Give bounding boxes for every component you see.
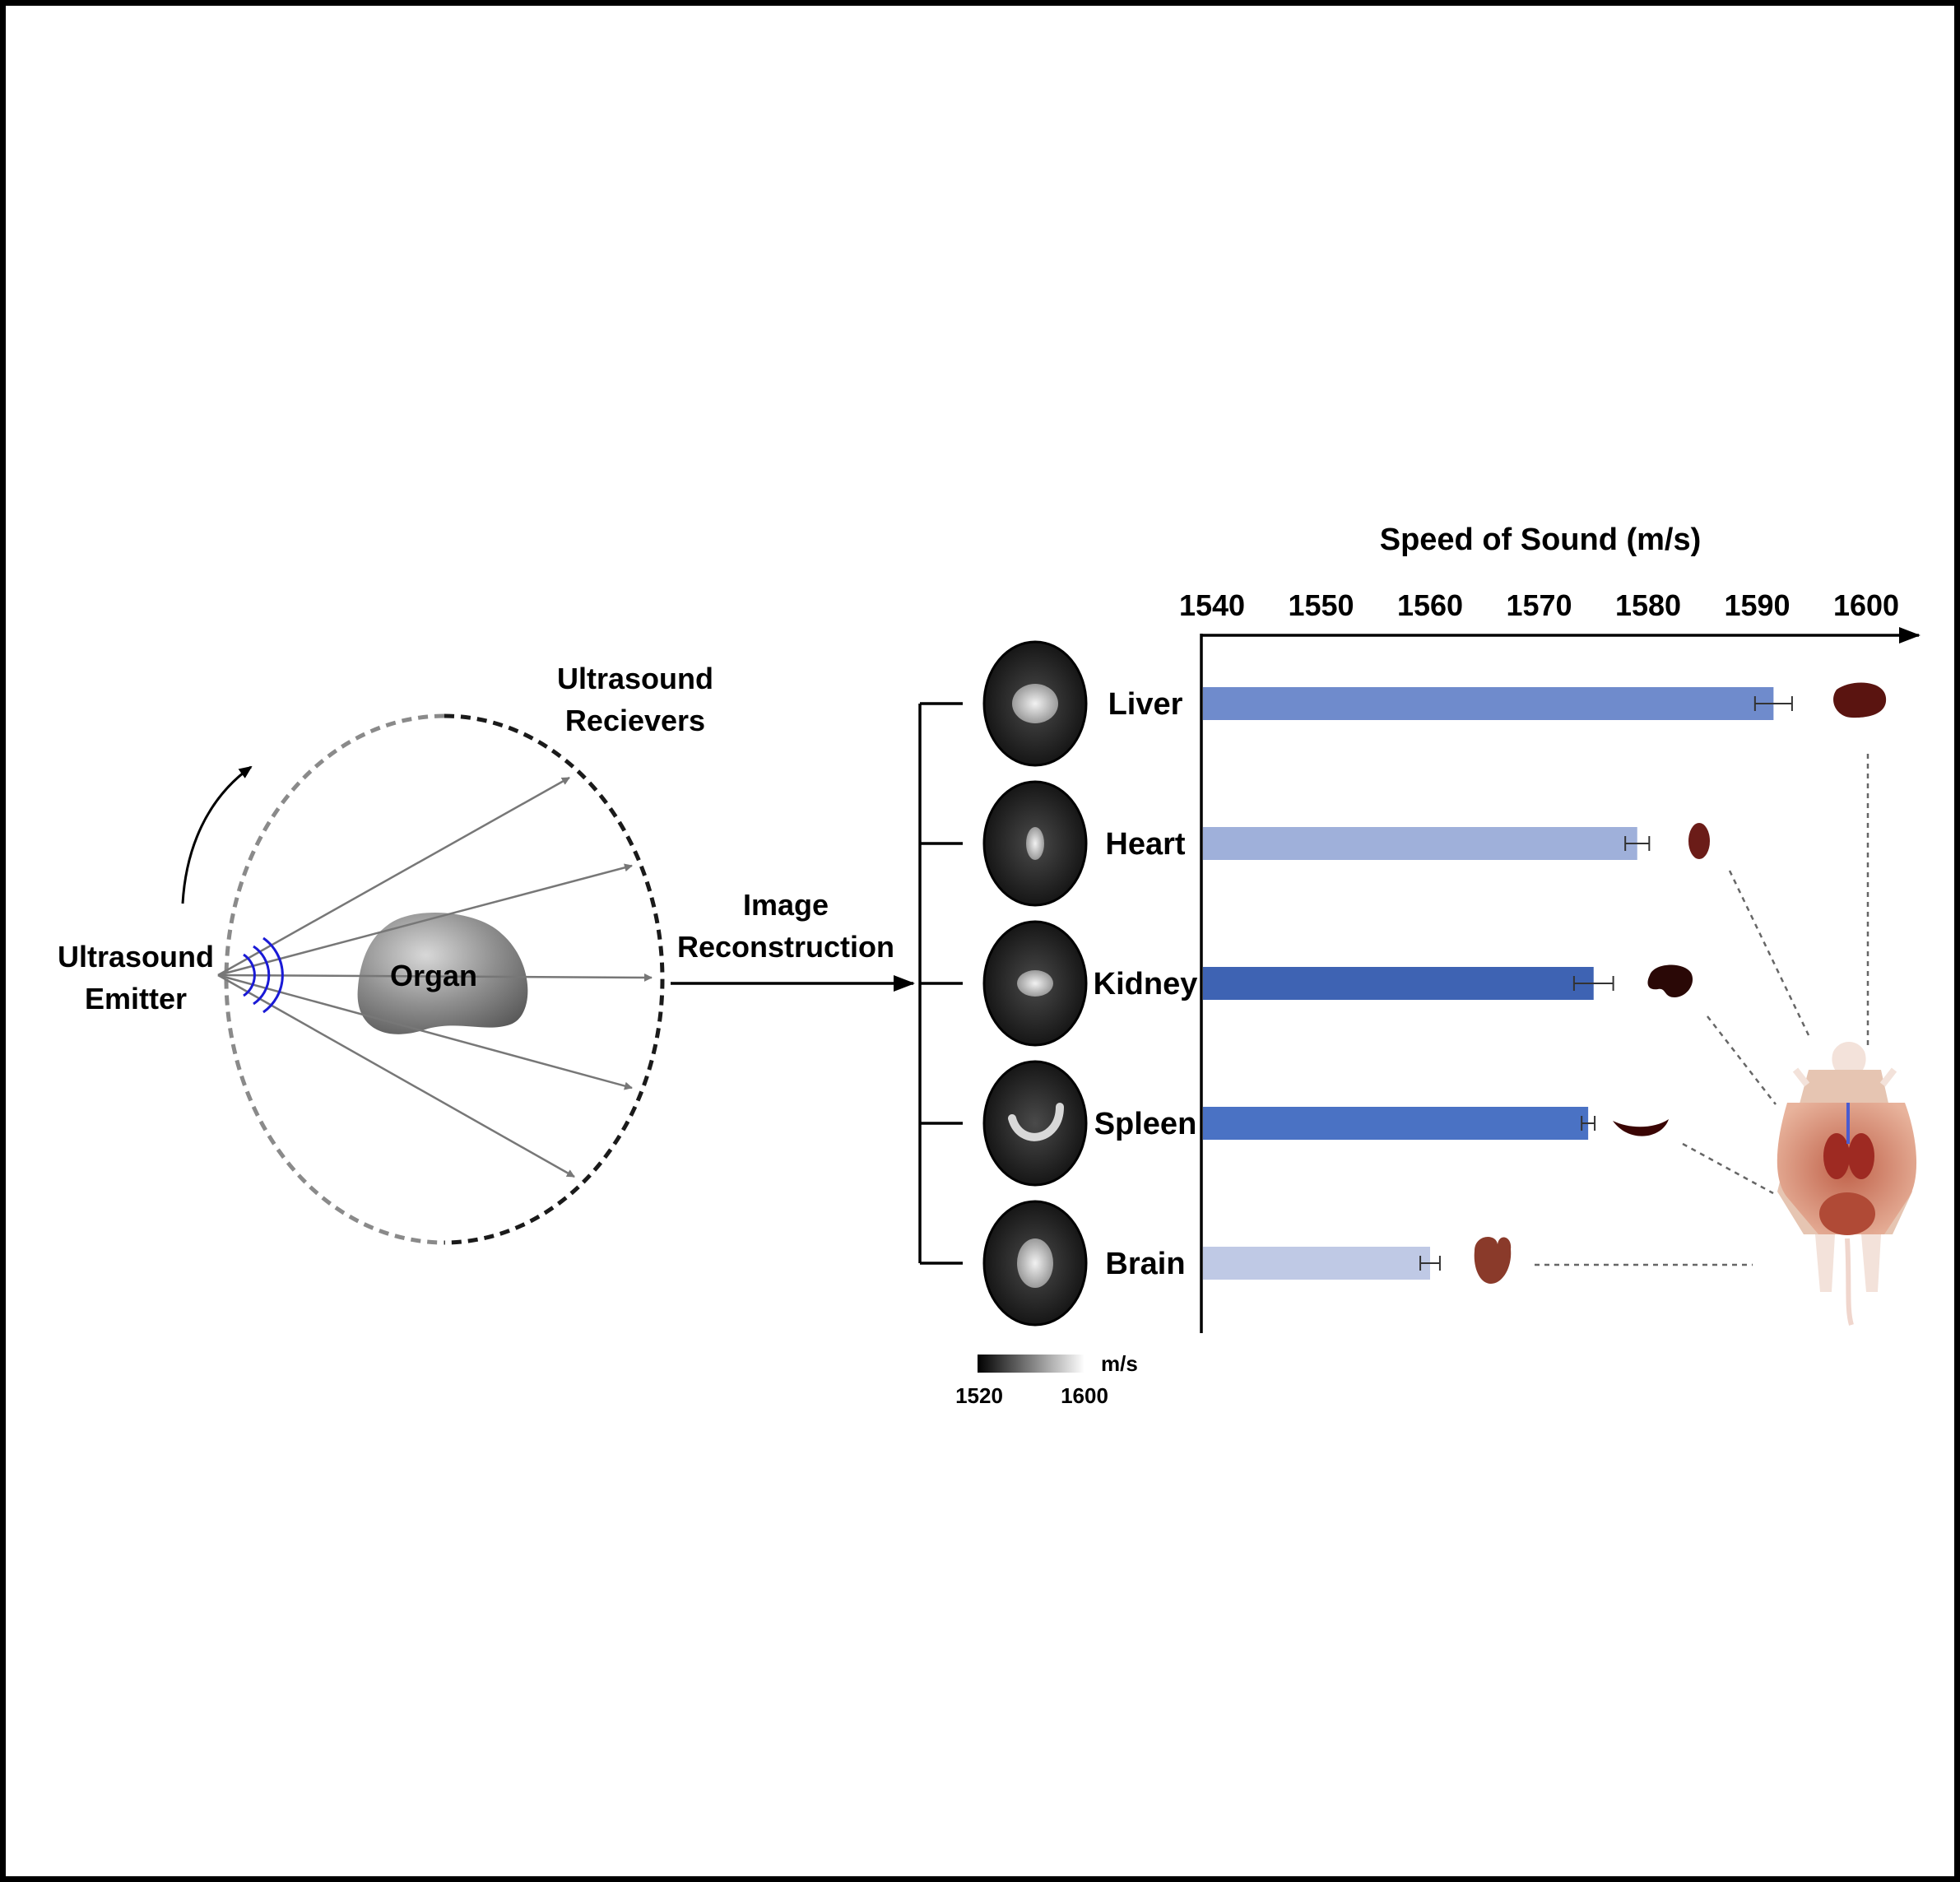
- scan-spleen: [982, 1060, 1088, 1187]
- error-bar-heart: [1624, 836, 1651, 851]
- colorbar: m/s 1520 1600: [955, 1351, 1138, 1408]
- heart-photo: [1688, 823, 1710, 859]
- x-tick-label: 1580: [1615, 588, 1681, 622]
- x-tick-label: 1560: [1397, 588, 1463, 622]
- ultrasound-ray: [217, 974, 633, 1090]
- scan-liver: [982, 640, 1088, 767]
- bar-liver: [1203, 687, 1774, 720]
- organ-shape: [357, 912, 528, 1034]
- reconstruction-step: Image Reconstruction: [671, 702, 963, 1265]
- ultrasound-ray: [217, 973, 653, 982]
- ultrasound-setup: Organ Ultrasound Emitter Ultrasound Reci…: [58, 662, 713, 1245]
- receivers-label-line2: Recievers: [565, 704, 705, 737]
- bar-brain: [1203, 1247, 1430, 1280]
- colorbar-gradient: [978, 1355, 1085, 1373]
- spleen-photo: [1613, 1119, 1669, 1136]
- error-bar-kidney: [1572, 976, 1614, 991]
- ultrasound-ray: [217, 863, 633, 977]
- x-tick-label: 1570: [1506, 588, 1572, 622]
- bar-spleen: [1203, 1107, 1589, 1140]
- x-tick-label: 1600: [1833, 588, 1899, 622]
- x-tick-label: 1540: [1179, 588, 1245, 622]
- rotation-arrow-icon: [181, 765, 253, 904]
- colorbar-min: 1520: [955, 1383, 1003, 1408]
- dissected-rat-image: [1777, 1042, 1917, 1326]
- reconstruction-label-line1: Image: [743, 888, 829, 922]
- bar-kidney: [1203, 967, 1594, 1000]
- brain-photo: [1474, 1236, 1512, 1284]
- scan-heart: [982, 780, 1088, 907]
- category-label-spleen: Spleen: [1094, 1107, 1197, 1141]
- category-label-kidney: Kidney: [1094, 967, 1198, 1001]
- organ-label: Organ: [390, 959, 477, 992]
- chart-title: Speed of Sound (m/s): [1380, 523, 1702, 557]
- category-label-brain: Brain: [1105, 1247, 1185, 1281]
- bar-heart: [1203, 827, 1637, 860]
- scan-brain: [982, 1200, 1088, 1327]
- organ-photos: [1474, 682, 1917, 1326]
- emitter-waves-icon: [243, 936, 284, 1014]
- receivers-label-line1: Ultrasound: [557, 662, 713, 695]
- error-bar-spleen: [1581, 1116, 1596, 1131]
- category-label-liver: Liver: [1108, 687, 1183, 722]
- x-tick-label: 1550: [1288, 588, 1354, 622]
- reconstruction-images: [982, 640, 1088, 1327]
- ultrasound-ray: [217, 776, 570, 977]
- liver-photo: [1833, 682, 1887, 718]
- emitter-label-line1: Ultrasound: [58, 940, 214, 974]
- colorbar-unit: m/s: [1101, 1351, 1138, 1376]
- kidney-photo: [1647, 964, 1693, 997]
- receiver-ring-right: [444, 713, 665, 1245]
- scan-kidney: [982, 920, 1088, 1047]
- ultrasound-ray: [217, 974, 575, 1178]
- error-bar-liver: [1753, 696, 1793, 711]
- colorbar-max: 1600: [1061, 1383, 1108, 1408]
- error-bar-brain: [1419, 1256, 1441, 1271]
- category-label-heart: Heart: [1105, 827, 1185, 862]
- speed-of-sound-chart: Speed of Sound (m/s) 1540 1550 1560 1570 158…: [1094, 523, 1921, 1333]
- emitter-label-line2: Emitter: [85, 982, 187, 1015]
- reconstruction-label-line2: Reconstruction: [677, 930, 894, 964]
- x-tick-label: 1590: [1724, 588, 1790, 622]
- bracket: [918, 702, 963, 1265]
- leader-lines: [1535, 754, 1869, 1266]
